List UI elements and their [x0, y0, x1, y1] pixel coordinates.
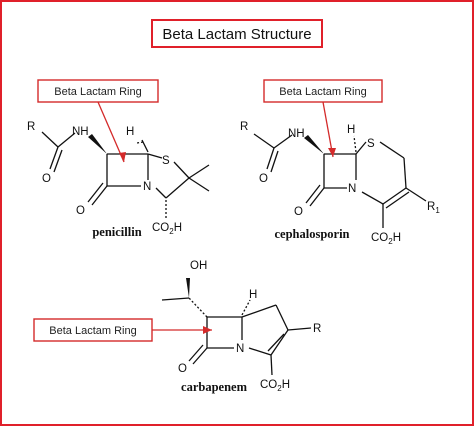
atom-o-lactam: O	[294, 206, 303, 218]
wedge-bond	[304, 135, 324, 154]
atom-o-lactam: O	[76, 205, 85, 217]
arrowhead	[328, 148, 336, 157]
atom-r: R	[313, 323, 321, 335]
atom-h: H	[126, 126, 134, 138]
atom-n: N	[348, 183, 356, 195]
molecule-name-penicillin: penicillin	[92, 225, 141, 239]
title-box: Beta Lactam Structure	[151, 19, 323, 48]
callout-arrow	[322, 101, 334, 158]
atom-r: R	[240, 121, 248, 133]
wedge-bond	[186, 278, 190, 298]
wedge-bond	[88, 134, 107, 154]
molecule-name-cephalosporin: cephalosporin	[274, 227, 349, 241]
callout-cephalosporin: Beta Lactam Ring	[263, 79, 383, 158]
atom-s: S	[367, 138, 375, 150]
atom-r1: R1	[427, 201, 440, 215]
atom-nh: NH	[72, 126, 89, 138]
atom-h: H	[347, 124, 355, 136]
callout-penicillin: Beta Lactam Ring	[37, 79, 159, 163]
atom-s: S	[162, 155, 170, 167]
callout-label: Beta Lactam Ring	[279, 86, 366, 98]
atom-n: N	[236, 343, 244, 355]
atom-nh: NH	[288, 128, 305, 140]
atom-r: R	[27, 121, 35, 133]
atom-acid: CO2H	[371, 232, 401, 246]
callout-label: Beta Lactam Ring	[54, 86, 141, 98]
atom-o-amide: O	[42, 173, 51, 185]
atom-o-amide: O	[259, 173, 268, 185]
atom-o-lactam: O	[178, 363, 187, 375]
callout-label: Beta Lactam Ring	[49, 325, 136, 337]
atom-acid: CO2H	[152, 222, 182, 236]
callout-carbapenem: Beta Lactam Ring	[33, 318, 212, 342]
molecule-name-carbapenem: carbapenem	[181, 380, 248, 394]
penicillin-structure: R NH O H S N O CO2H penicillin	[27, 121, 210, 239]
cephalosporin-structure: R NH O H S N O R1 CO2H cephalosporin	[240, 121, 440, 246]
atom-n: N	[143, 181, 151, 193]
atom-acid: CO2H	[260, 379, 290, 393]
atom-oh: OH	[190, 260, 207, 272]
atom-h: H	[249, 289, 257, 301]
arrowhead	[119, 152, 126, 162]
page-title: Beta Lactam Structure	[162, 26, 311, 43]
arrowhead	[203, 326, 212, 334]
callout-arrow	[97, 101, 125, 163]
carbapenem-structure: OH H N O R CO2H carbapenem	[161, 260, 321, 394]
